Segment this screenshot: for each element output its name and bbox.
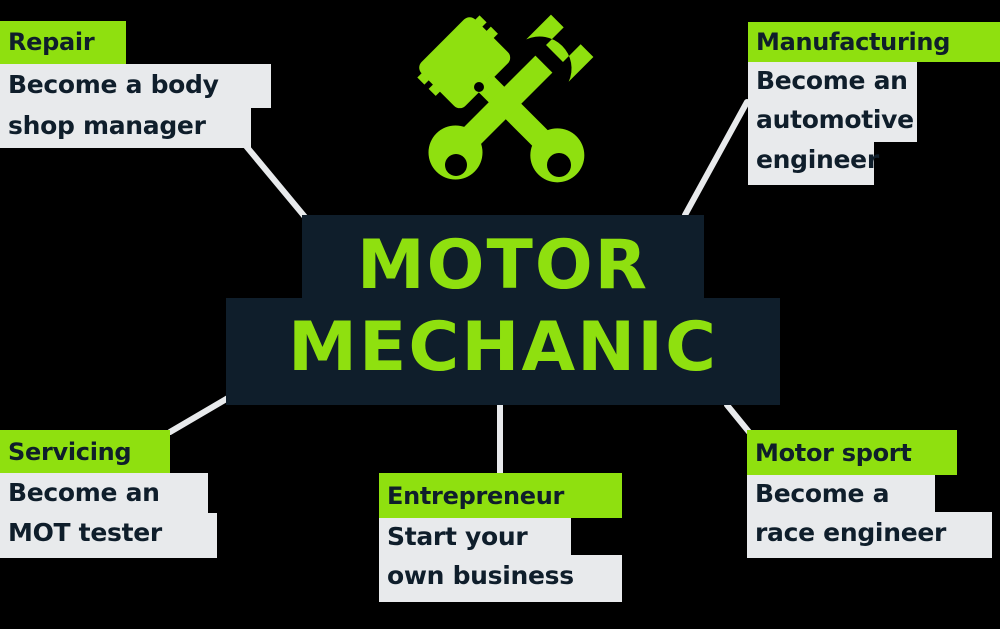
career-line: Become an bbox=[0, 473, 208, 513]
connector-servicing bbox=[167, 395, 231, 435]
category-label: Entrepreneur bbox=[379, 473, 622, 518]
career-line: Become a bbox=[747, 475, 935, 512]
title-motor: MOTOR bbox=[356, 226, 650, 305]
piston-and-wrench-icon bbox=[405, 8, 605, 193]
career-line: race engineer bbox=[747, 512, 992, 558]
career-line: engineer bbox=[748, 142, 879, 185]
career-line: Start your bbox=[379, 518, 571, 555]
category-label: Motor sport bbox=[747, 430, 957, 475]
career-line: own business bbox=[379, 555, 622, 602]
career-line: Become a body bbox=[0, 64, 271, 108]
connector-motor-sport bbox=[724, 402, 752, 435]
title-panel-top bbox=[302, 215, 704, 303]
title-panel-bottom bbox=[226, 298, 780, 405]
career-line: Become an bbox=[748, 62, 917, 102]
career-line: automotive bbox=[748, 102, 917, 142]
career-line: shop manager bbox=[0, 108, 251, 148]
career-line: MOT tester bbox=[0, 513, 217, 558]
connector-manufacturing bbox=[682, 99, 750, 218]
connector-repair bbox=[243, 143, 308, 220]
title-mechanic: MECHANIC bbox=[287, 308, 719, 387]
category-label: Repair bbox=[0, 21, 126, 64]
category-label: Servicing bbox=[0, 430, 170, 473]
category-label: Manufacturing bbox=[748, 22, 1000, 62]
